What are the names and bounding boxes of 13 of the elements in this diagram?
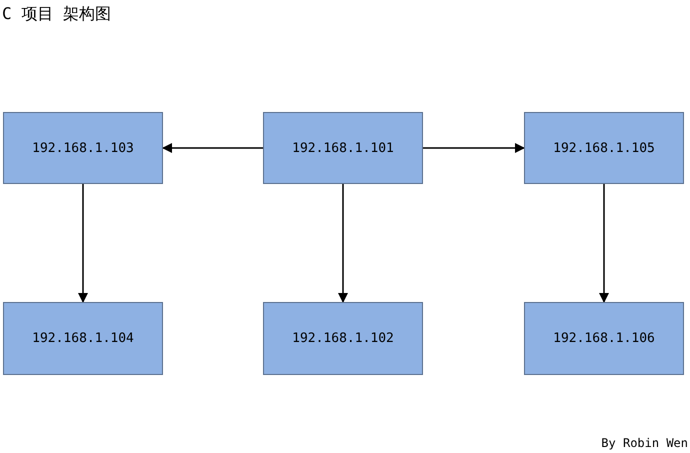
server-box: 192.168.1.105 xyxy=(524,112,684,184)
title: C 项目 架构图 xyxy=(2,4,111,25)
server-box: 192.168.1.101 xyxy=(263,112,423,184)
server-box: 192.168.1.104 xyxy=(3,302,163,375)
server-box: 192.168.1.102 xyxy=(263,302,423,375)
arrow xyxy=(423,143,525,153)
server-box: 192.168.1.103 xyxy=(3,112,163,184)
arrow xyxy=(599,184,609,303)
arrow xyxy=(78,184,88,303)
server-box: 192.168.1.106 xyxy=(524,302,684,375)
author-note: By Robin Wen xyxy=(601,436,688,450)
arrow xyxy=(338,184,348,303)
arrow xyxy=(162,143,263,153)
